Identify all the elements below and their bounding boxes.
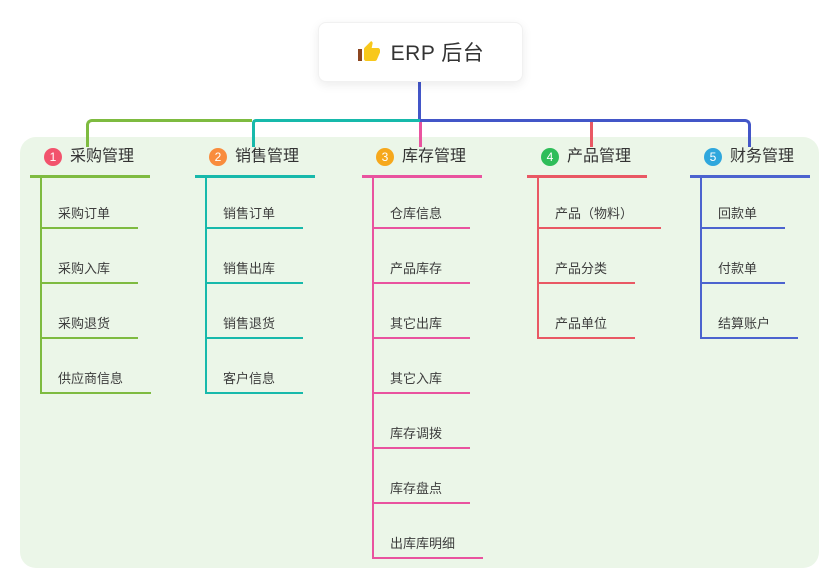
branch-items: 销售订单 销售出库 销售退货 客户信息 [205,174,315,394]
leaf-label: 其它入库 [390,371,443,386]
leaf-label: 销售订单 [223,206,276,221]
branch-items: 采购订单 采购入库 采购退货 供应商信息 [40,174,152,394]
branch-label: 销售管理 [235,148,300,165]
leaf-label: 产品（物料） [555,206,634,221]
root-node-label: ERP 后台 [390,42,485,65]
branch-number-badge: 3 [376,148,394,166]
leaf-node[interactable]: 供应商信息 [40,339,152,394]
branch-number-badge: 1 [44,148,62,166]
branch2-connector-line [252,119,420,147]
leaf-label: 供应商信息 [58,371,124,386]
branch4-connector-line [590,122,593,147]
branch-purchase: 1 采购管理 采购订单 采购入库 采购退货 供应商信息 [30,147,152,394]
leaf-node[interactable]: 采购退货 [40,284,139,339]
leaf-label: 销售出库 [223,261,276,276]
branch-product: 4 产品管理 产品（物料） 产品分类 产品单位 [527,147,662,339]
branch-node-sales[interactable]: 2 销售管理 [195,147,315,178]
branch-items: 仓库信息 产品库存 其它出库 其它入库 库存调拨 库存盘点 出库库明细 [372,174,484,559]
branch3-connector-line [419,122,422,147]
leaf-node[interactable]: 产品分类 [537,229,636,284]
leaf-node[interactable]: 销售退货 [205,284,304,339]
branch-items: 回款单 付款单 结算账户 [700,174,810,339]
branch-inventory: 3 库存管理 仓库信息 产品库存 其它出库 其它入库 库存调拨 库存盘点 出库库… [362,147,484,559]
leaf-node[interactable]: 产品（物料） [537,174,662,229]
leaf-label: 结算账户 [718,316,771,331]
leaf-node[interactable]: 采购入库 [40,229,139,284]
leaf-node[interactable]: 付款单 [700,229,786,284]
leaf-node[interactable]: 产品库存 [372,229,471,284]
leaf-node[interactable]: 回款单 [700,174,786,229]
leaf-label: 库存调拨 [390,426,443,441]
leaf-label: 产品库存 [390,261,443,276]
leaf-node[interactable]: 销售出库 [205,229,304,284]
leaf-node[interactable]: 库存盘点 [372,449,471,504]
leaf-node[interactable]: 产品单位 [537,284,636,339]
branch-label: 库存管理 [402,148,467,165]
leaf-label: 产品分类 [555,261,608,276]
leaf-node[interactable]: 客户信息 [205,339,304,394]
leaf-label: 库存盘点 [390,481,443,496]
leaf-label: 其它出库 [390,316,443,331]
branch-node-purchase[interactable]: 1 采购管理 [30,147,150,178]
branch-finance: 5 财务管理 回款单 付款单 结算账户 [690,147,810,339]
leaf-label: 付款单 [718,261,758,276]
branch-node-product[interactable]: 4 产品管理 [527,147,647,178]
thumb-sleeve [357,49,362,61]
leaf-node[interactable]: 结算账户 [700,284,799,339]
leaf-node[interactable]: 其它入库 [372,339,471,394]
branch-label: 采购管理 [70,148,135,165]
branch-node-inventory[interactable]: 3 库存管理 [362,147,482,178]
branch-label: 财务管理 [730,148,795,165]
leaf-label: 采购订单 [58,206,111,221]
branch-sales: 2 销售管理 销售订单 销售出库 销售退货 客户信息 [195,147,315,394]
branch-label: 产品管理 [567,148,632,165]
leaf-label: 采购入库 [58,261,111,276]
branch-number-badge: 4 [541,148,559,166]
thumbs-up-icon [357,40,381,64]
leaf-node[interactable]: 其它出库 [372,284,471,339]
leaf-label: 产品单位 [555,316,608,331]
leaf-label: 销售退货 [223,316,276,331]
leaf-label: 仓库信息 [390,206,443,221]
leaf-label: 客户信息 [223,371,276,386]
leaf-node[interactable]: 销售订单 [205,174,304,229]
mindmap-panel [20,137,819,568]
branch-items: 产品（物料） 产品分类 产品单位 [537,174,662,339]
leaf-node[interactable]: 采购订单 [40,174,139,229]
leaf-node[interactable]: 库存调拨 [372,394,471,449]
leaf-label: 采购退货 [58,316,111,331]
leaf-node[interactable]: 仓库信息 [372,174,471,229]
leaf-label: 出库库明细 [390,536,456,551]
branch-node-finance[interactable]: 5 财务管理 [690,147,810,178]
branch-number-badge: 5 [704,148,722,166]
branch1-connector-line [86,119,252,147]
root-node[interactable]: ERP 后台 [318,22,523,82]
branch-number-badge: 2 [209,148,227,166]
leaf-node[interactable]: 出库库明细 [372,504,484,559]
leaf-label: 回款单 [718,206,758,221]
branch5-connector-line [420,119,751,147]
root-connector-line [418,82,421,120]
